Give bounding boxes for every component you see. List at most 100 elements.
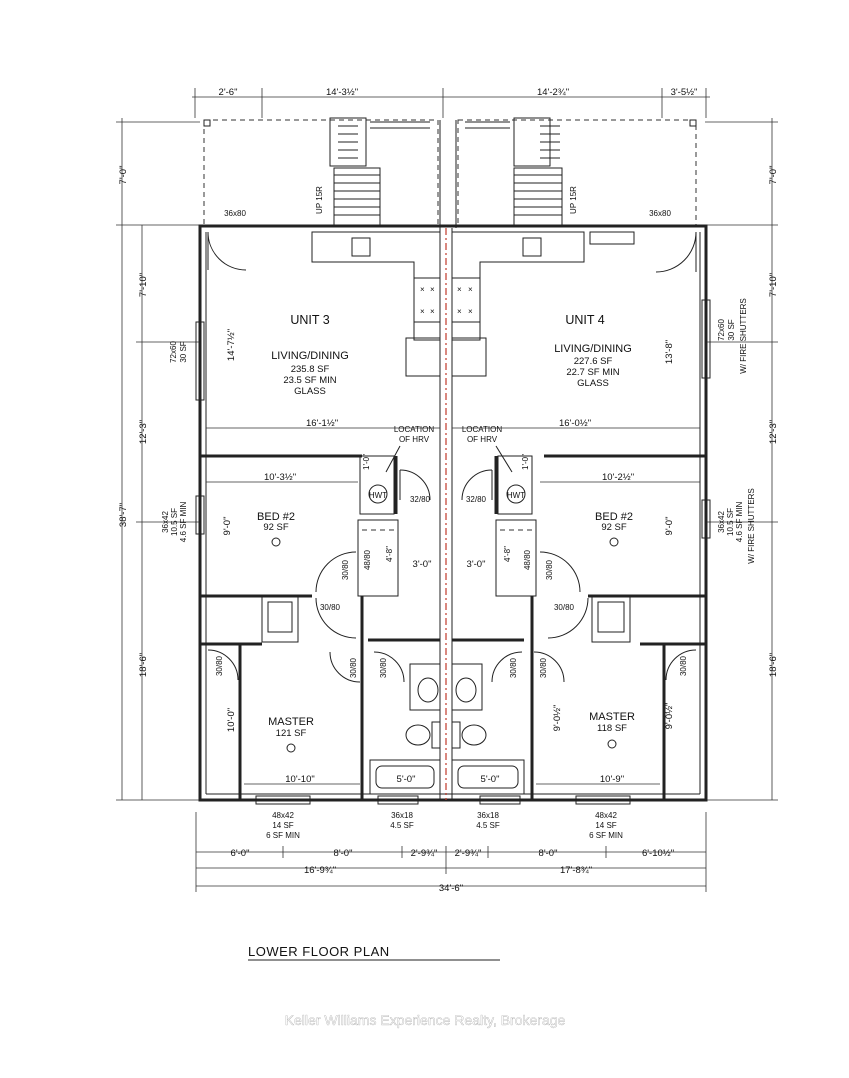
dim-bottom-total: 34'-6"	[439, 883, 463, 894]
unit-4-bath-width: 5'-0"	[481, 774, 500, 785]
unit-3-door-3080-b: 30/80	[320, 603, 341, 612]
unit-3-master-title: MASTER	[268, 716, 314, 728]
party-wall	[439, 228, 453, 800]
unit-4-glass-label: GLASS	[577, 378, 609, 389]
door-swing-entry-unit-3	[207, 231, 247, 271]
dim-left-porch: 7'-0"	[118, 166, 129, 185]
unit-4-hrv-line2: OF HRV	[467, 435, 498, 444]
unit-3-closet-dim: 4'-8"	[385, 546, 394, 562]
unit-4-win-bath-size: 36x18	[477, 811, 499, 820]
porch-area	[203, 119, 697, 228]
bottom-dimension-lines: 6'-0" 8'-0" 2'-9¾" 2'-9¾" 8'-0" 6'-10½" …	[195, 812, 707, 894]
unit-3-living-height: 14'-7½"	[226, 329, 237, 361]
unit-4-closet-dim: 4'-8"	[503, 546, 512, 562]
unit-4-living-area: 227.6 SF	[574, 356, 613, 367]
unit-3-win-bath-sf: 4.5 SF	[390, 821, 414, 830]
entry-door-unit-3: 36x80	[224, 209, 246, 218]
windows	[195, 299, 711, 805]
unit-3-bed-title: BED #2	[257, 511, 295, 523]
bath-unit-3	[369, 663, 441, 795]
dim-top-1: 2'-6"	[219, 87, 238, 98]
unit-3-labels: UNIT 3 LIVING/DINING 235.8 SF 23.5 SF MI…	[161, 313, 440, 840]
unit-3-win-master-sf: 14 SF	[272, 821, 293, 830]
unit-4-bed-area: 92 SF	[601, 522, 627, 533]
unit-4-hwt: HWT	[507, 491, 525, 500]
unit-3-master-height: 10'-0"	[226, 708, 237, 732]
dim-bottom-6: 6'-10½"	[642, 848, 674, 859]
unit-4-win-master-min: 6 SF MIN	[589, 831, 623, 840]
kitchen-unit-3: ××××	[311, 231, 441, 377]
unit-4-door-3080-d: 30/80	[509, 657, 518, 678]
unit-3-living-title: LIVING/DINING	[271, 350, 349, 362]
door-swings	[207, 469, 697, 683]
unit-3-door-4880: 48/80	[363, 549, 372, 570]
stair-label-unit-3: UP 15R	[315, 186, 324, 214]
unit-3-door-3280: 32/80	[410, 495, 431, 504]
kitchen-unit-4: ××××	[451, 231, 635, 377]
door-swing-entry-unit-4	[655, 231, 697, 273]
unit-4-master-area: 118 SF	[597, 723, 627, 734]
unit-4-master-width: 10'-9"	[600, 774, 624, 785]
unit-4-win-bed-sf: 10.5 SF	[726, 508, 735, 536]
svg-text:×: ×	[468, 285, 473, 294]
dim-bottom-2: 8'-0"	[334, 848, 353, 859]
exterior-walls	[198, 224, 708, 802]
dim-left-lower: 18'-6"	[138, 653, 149, 677]
unit-4-master-title: MASTER	[589, 711, 635, 723]
unit-3-win-bed-size: 36x42	[161, 511, 170, 533]
dim-top-3: 14'-2¾"	[537, 87, 569, 98]
unit-4-door-3280: 32/80	[466, 495, 487, 504]
unit-3-win-bed-sf: 10.5 SF	[170, 508, 179, 536]
interior-walls	[200, 454, 706, 800]
svg-text:×: ×	[468, 307, 473, 316]
unit-4-win-bed-min: 4.6 SF MIN	[735, 502, 744, 543]
unit-4-living-width: 16'-0½"	[559, 418, 591, 429]
unit-3-hall-dim: 3'-0"	[413, 559, 432, 570]
svg-text:×: ×	[430, 307, 435, 316]
unit-4-win-bath-sf: 4.5 SF	[476, 821, 500, 830]
stair-unit-4: UP 15R	[465, 117, 578, 227]
dim-bottom-3: 2'-9¾"	[411, 848, 438, 859]
unit-3-door-3080-d: 30/80	[349, 657, 358, 678]
unit-3-living-glass: 23.5 SF MIN	[283, 375, 336, 386]
unit-4-labels: UNIT 4 LIVING/DINING 227.6 SF 22.7 SF MI…	[452, 298, 756, 840]
plan-title: LOWER FLOOR PLAN	[248, 944, 390, 959]
unit-4-bed-width: 10'-2½"	[602, 472, 634, 483]
unit-3-master-area: 121 SF	[276, 728, 307, 739]
svg-text:×: ×	[420, 285, 425, 294]
unit-3-bed-area: 92 SF	[263, 522, 289, 533]
dim-bottom-unit-4: 17'-8¾"	[560, 865, 592, 876]
unit-3-door-3080-c: 30/80	[215, 655, 224, 676]
top-dimension-line: 2'-6" 14'-3½" 14'-2¾" 3'-5½"	[192, 87, 710, 118]
right-dimension-lines: 7'-0" 7'-10" 12'-3" 18'-6"	[705, 118, 779, 801]
unit-3-win-master-size: 48x42	[272, 811, 294, 820]
unit-3-bed-height: 9'-0"	[222, 517, 233, 536]
stair-label-unit-4: UP 15R	[569, 186, 578, 214]
unit-4-door-3080-c: 30/80	[679, 655, 688, 676]
dim-top-2: 14'-3½"	[326, 87, 358, 98]
unit-3-win-master-min: 6 SF MIN	[266, 831, 300, 840]
left-dimension-lines: 7'-0" 7'-10" 12'-3" 38'-7" 18'-6"	[116, 118, 200, 801]
unit-4-living-title: LIVING/DINING	[554, 343, 632, 355]
unit-3-win-living-sf: 30 SF	[179, 341, 188, 362]
unit-3-hrv-line1: LOCATION	[394, 425, 435, 434]
unit-4-door-3080-a: 30/80	[545, 559, 554, 580]
unit-4-win-living-note: W/ FIRE SHUTTERS	[739, 298, 748, 374]
unit-4-living-height: 13'-8"	[664, 340, 675, 364]
unit-4-bed-height: 9'-0"	[664, 517, 675, 536]
dim-bottom-5: 8'-0"	[539, 848, 558, 859]
dim-left-mid: 12'-3"	[138, 420, 149, 444]
unit-4-win-living-size: 72x60	[717, 319, 726, 341]
unit-4-hrv-dim: 1'-0"	[521, 454, 530, 470]
unit-4-master-height-b: 9'-0½"	[664, 703, 675, 730]
unit-3-door-3080-a: 30/80	[341, 559, 350, 580]
unit-4-win-bed-note: W/ FIRE SHUTTERS	[747, 488, 756, 564]
svg-text:×: ×	[457, 307, 462, 316]
unit-3-glass-label: GLASS	[294, 386, 326, 397]
svg-text:×: ×	[430, 285, 435, 294]
unit-4-bed-title: BED #2	[595, 511, 633, 523]
unit-4-title: UNIT 4	[565, 313, 604, 327]
dim-left-living: 7'-10"	[138, 273, 149, 297]
unit-3-hrv-dim: 1'-0"	[362, 454, 371, 470]
